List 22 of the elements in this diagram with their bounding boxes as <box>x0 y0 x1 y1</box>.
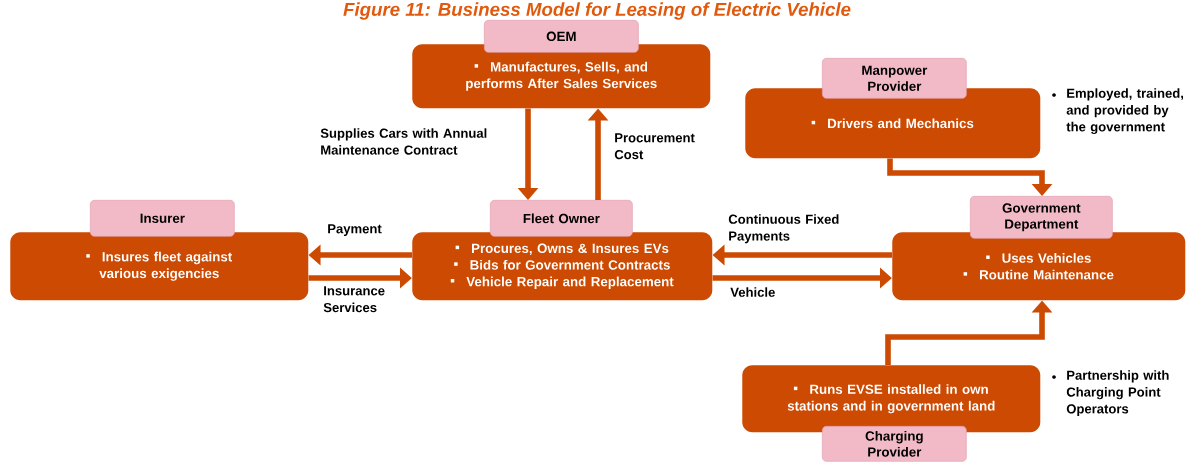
box-text: Procures, Owns & Insures EVs Bids for Government Contracts Vehicle Repair and Replacement <box>450 243 674 289</box>
box-text: Manufactures, Sells, and performs After Sales Services <box>466 61 657 91</box>
heading-tab: Government Department <box>970 196 1113 239</box>
side-note: Partnership with Charging Point Operators <box>1066 370 1169 417</box>
edge-label: Vehicle <box>730 287 775 297</box>
box-text: Uses Vehicles Routine Maintenance <box>963 253 1114 280</box>
arrow <box>887 158 1053 196</box>
heading-tab: Insurer <box>90 200 235 237</box>
edge-label: Payment <box>328 224 382 236</box>
edge-label: Procurement Cost <box>614 133 695 160</box>
box-text: Drivers and Mechanics <box>811 118 974 129</box>
edge-label: Insurance Services <box>323 286 385 313</box>
heading-tab: Charging Provider <box>822 426 967 462</box>
heading-tab: OEM <box>484 20 639 53</box>
figure-title: Figure 11: Business Model for Leasing of Electric Vehicle <box>343 2 851 20</box>
box-text: Runs EVSE installed in own stations and in government land <box>787 384 995 414</box>
side-note: Employed, trained, and provided by the government <box>1066 88 1184 135</box>
edge-label: Continuous Fixed Payments <box>728 214 839 244</box>
heading-tab: Fleet Owner <box>490 200 633 237</box>
box-text: Insures fleet against various exigencies <box>86 251 233 281</box>
heading-tab: Manpower Provider <box>822 58 967 99</box>
edge-label: Supplies Cars with Annual Maintenance Contract <box>320 128 487 155</box>
